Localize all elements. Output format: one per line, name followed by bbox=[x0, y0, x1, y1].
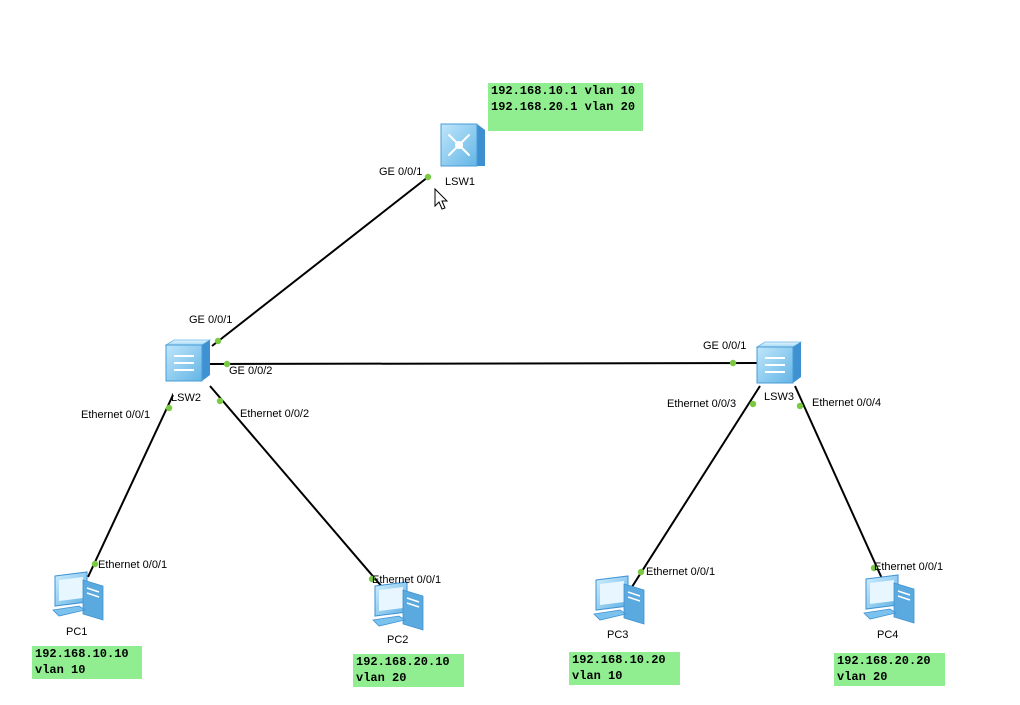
note-line: vlan 10 bbox=[35, 663, 86, 677]
port-dot bbox=[91, 560, 99, 568]
port-dot bbox=[216, 397, 224, 405]
note-line: vlan 20 bbox=[356, 671, 407, 685]
pc1-name: PC1 bbox=[66, 626, 88, 638]
port-label-lsw2-ge002: GE 0/0/2 bbox=[229, 365, 273, 377]
pc4-name: PC4 bbox=[877, 629, 899, 641]
link-lsw2-pc1[interactable] bbox=[87, 394, 174, 578]
port-label-pc1-eth001: Ethernet 0/0/1 bbox=[98, 559, 168, 571]
lsw3-l2-switch-icon[interactable] bbox=[755, 341, 803, 384]
note-line: 192.168.10.1 vlan 10 bbox=[491, 84, 636, 98]
port-label-pc4-eth001: Ethernet 0/0/1 bbox=[874, 561, 944, 573]
pc4-pc-icon[interactable] bbox=[863, 574, 915, 624]
link-lsw1-lsw2[interactable] bbox=[211, 176, 429, 347]
pc2-pc-icon[interactable] bbox=[372, 581, 424, 631]
note-line: vlan 10 bbox=[572, 669, 623, 683]
note-line: 192.168.10.10 bbox=[35, 647, 129, 661]
mouse-pointer-icon bbox=[434, 187, 449, 210]
note-pc4[interactable]: 192.168.20.20 vlan 20 bbox=[834, 653, 945, 686]
port-dot bbox=[796, 402, 804, 410]
port-dot bbox=[214, 337, 222, 345]
port-dot bbox=[223, 360, 231, 368]
port-label-lsw3-eth004: Ethernet 0/0/4 bbox=[812, 397, 882, 409]
port-dot bbox=[749, 400, 757, 408]
port-dot bbox=[870, 564, 878, 572]
lsw2-l2-switch-icon[interactable] bbox=[164, 339, 212, 382]
port-dot bbox=[637, 568, 645, 576]
port-dot bbox=[368, 575, 376, 583]
note-line: 192.168.20.1 vlan 20 bbox=[491, 100, 636, 114]
port-label-lsw2-ge001: GE 0/0/1 bbox=[189, 314, 233, 326]
port-dot bbox=[165, 404, 173, 412]
note-pc1[interactable]: 192.168.10.10 vlan 10 bbox=[32, 646, 142, 679]
link-lsw3-pc4[interactable] bbox=[794, 385, 885, 584]
lsw3-name: LSW3 bbox=[764, 391, 794, 403]
link-lsw2-lsw3[interactable] bbox=[209, 362, 759, 365]
note-lsw1[interactable]: 192.168.10.1 vlan 10 192.168.20.1 vlan 2… bbox=[488, 83, 643, 131]
port-label-lsw3-ge001: GE 0/0/1 bbox=[703, 340, 747, 352]
port-label-lsw2-eth001: Ethernet 0/0/1 bbox=[81, 409, 151, 421]
lsw1-name: LSW1 bbox=[445, 176, 475, 188]
note-pc2[interactable]: 192.168.20.10 vlan 20 bbox=[353, 654, 464, 687]
port-dot bbox=[424, 173, 432, 181]
note-line: vlan 20 bbox=[837, 670, 888, 684]
port-label-pc3-eth001: Ethernet 0/0/1 bbox=[646, 566, 716, 578]
lsw1-l3-switch-icon[interactable] bbox=[440, 123, 485, 167]
pc3-name: PC3 bbox=[607, 629, 629, 641]
port-dots bbox=[91, 173, 878, 583]
port-dot bbox=[729, 359, 737, 367]
lsw2-name: LSW2 bbox=[171, 392, 201, 404]
pc3-pc-icon[interactable] bbox=[593, 575, 645, 625]
port-label-lsw1-ge001: GE 0/0/1 bbox=[379, 166, 423, 178]
note-line: 192.168.20.20 bbox=[837, 654, 931, 668]
port-label-lsw2-eth002: Ethernet 0/0/2 bbox=[240, 408, 310, 420]
port-label-lsw3-eth003: Ethernet 0/0/3 bbox=[667, 398, 737, 410]
link-lsw2-pc2[interactable] bbox=[209, 385, 384, 589]
link-lsw3-pc3[interactable] bbox=[629, 385, 761, 591]
note-pc3[interactable]: 192.168.10.20 vlan 10 bbox=[569, 652, 680, 685]
pc1-pc-icon[interactable] bbox=[52, 571, 104, 621]
note-line: 192.168.10.20 bbox=[572, 653, 666, 667]
note-line: 192.168.20.10 bbox=[356, 655, 450, 669]
links bbox=[87, 176, 885, 591]
port-label-pc2-eth001: Ethernet 0/0/1 bbox=[372, 574, 442, 586]
pc2-name: PC2 bbox=[387, 634, 409, 646]
